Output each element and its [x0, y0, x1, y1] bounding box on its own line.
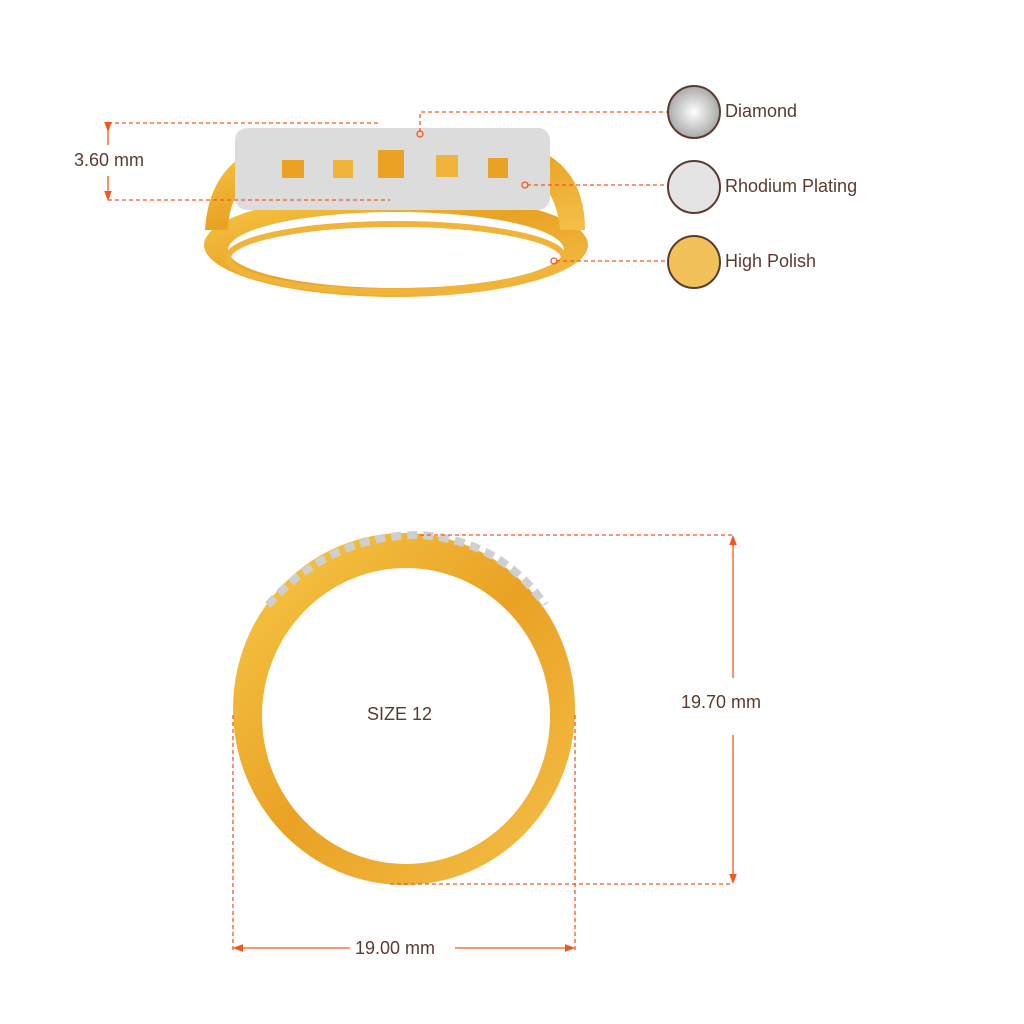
- width-dimension-front: [232, 715, 576, 952]
- rhodium-swatch: [667, 160, 721, 214]
- diamond-swatch: [667, 85, 721, 139]
- top-height-label: 3.60 mm: [74, 150, 145, 170]
- front-height-label: 19.70 mm: [681, 692, 762, 712]
- ring-top-view: [204, 128, 588, 297]
- legend-diamond-label: Diamond: [725, 101, 798, 121]
- legend-high-polish-label: High Polish: [725, 251, 817, 271]
- diamond-pave: [235, 128, 550, 210]
- legend-rhodium-label: Rhodium Plating: [725, 176, 858, 196]
- ring-front-view: [233, 530, 575, 885]
- height-dimension-top: [104, 121, 390, 202]
- legend-leaders: [416, 111, 668, 265]
- high-polish-swatch: [667, 235, 721, 289]
- height-dimension-front: [390, 534, 737, 885]
- ring-size-label: SIZE 12: [367, 704, 433, 724]
- front-width-label: 19.00 mm: [355, 938, 436, 958]
